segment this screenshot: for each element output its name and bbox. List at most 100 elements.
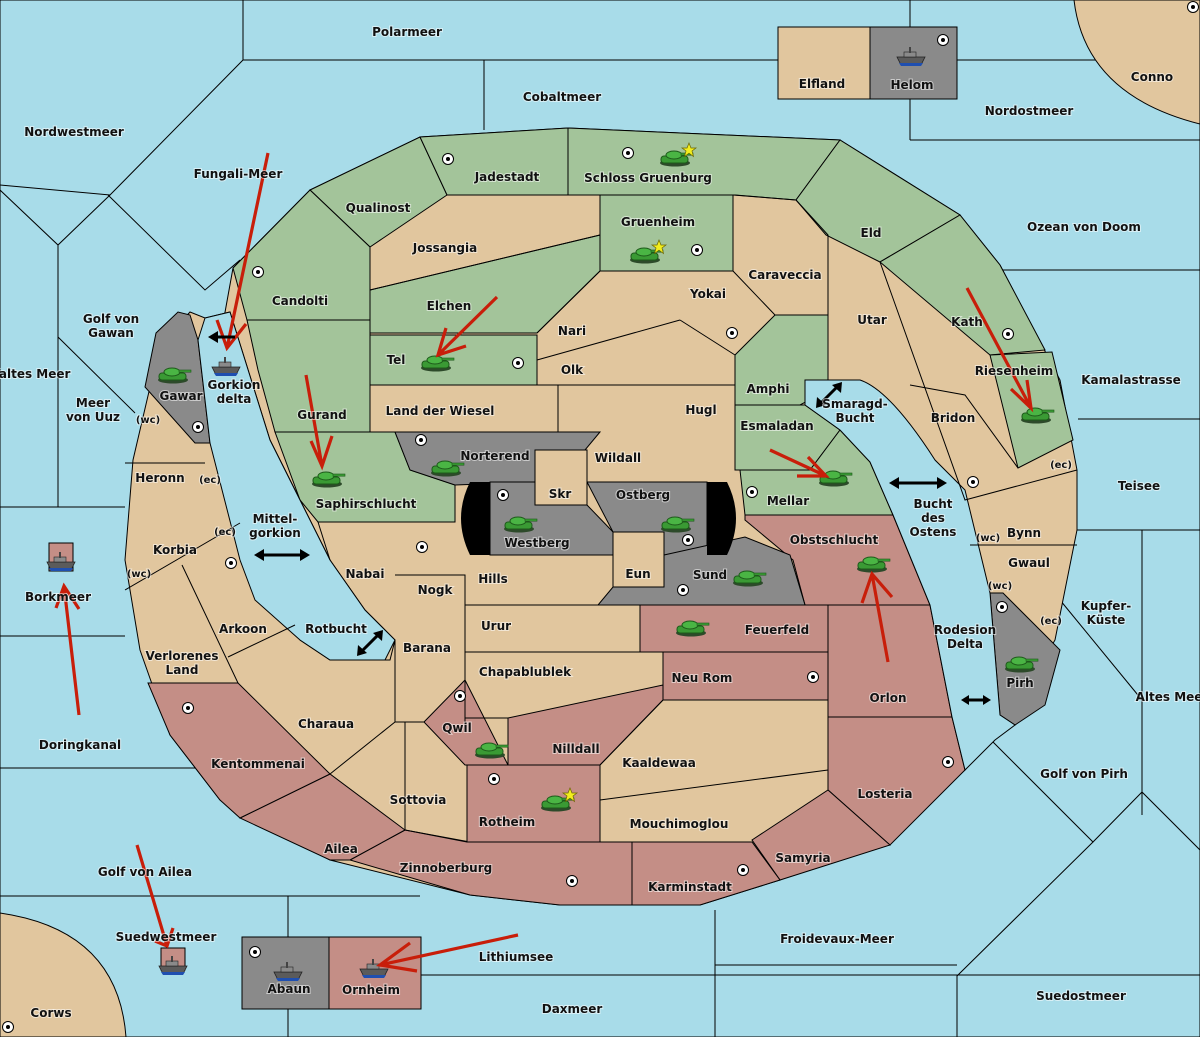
label-helom: Helom <box>890 78 933 92</box>
label-kupfer-kueste: Kupfer-Küste <box>1081 599 1131 627</box>
supply-center-jadestadt <box>442 153 454 165</box>
order-arrow-ailea-suedwest <box>135 844 175 949</box>
coast-label-gwaul: (ec) <box>1040 616 1062 627</box>
connection-smaragd <box>816 382 842 408</box>
label-nogk: Nogk <box>418 583 454 597</box>
label-tel: Tel <box>387 353 406 367</box>
coast-label-bynn: (ec) <box>1050 460 1072 471</box>
orders-layer <box>54 152 1034 973</box>
supply-center-ostberg <box>682 534 694 546</box>
order-arrow-doring-bork <box>54 582 81 716</box>
coast-label-korbia: (wc) <box>127 569 151 580</box>
impassable-east <box>707 482 736 555</box>
supply-center-abaun <box>249 946 261 958</box>
supply-center-sund <box>677 584 689 596</box>
label-smaragd-bucht: Smaragd-Bucht <box>822 397 887 425</box>
coast-label-korbia: (ec) <box>214 527 236 538</box>
label-barana: Barana <box>403 641 451 655</box>
label-suedwestmeer: Suedwestmeer <box>116 930 217 944</box>
label-pirh: Pirh <box>1006 676 1033 690</box>
label-daxmeer: Daxmeer <box>542 1002 603 1016</box>
label-esmaladan: Esmaladan <box>740 419 813 433</box>
label-charaua: Charaua <box>298 717 354 731</box>
supply-center-helom <box>937 34 949 46</box>
supply-center-westberg <box>497 489 509 501</box>
label-gruenheim: Gruenheim <box>621 215 695 229</box>
region-schloss-gruenburg[interactable] <box>567 127 841 201</box>
region-conno[interactable] <box>1073 0 1200 125</box>
connection-rotbucht <box>357 630 383 656</box>
label-qualinost: Qualinost <box>346 201 411 215</box>
label-korbia: Korbia <box>153 543 197 557</box>
label-land-der-wiesel: Land der Wiesel <box>386 404 495 418</box>
label-nari: Nari <box>558 324 586 338</box>
label-fungali-meer: Fungali-Meer <box>194 167 283 181</box>
label-riesenheim: Riesenheim <box>975 364 1054 378</box>
label-rotheim: Rotheim <box>479 815 536 829</box>
label-nabai: Nabai <box>346 567 385 581</box>
region-gruenheim[interactable] <box>599 194 734 272</box>
label-gurand: Gurand <box>297 408 347 422</box>
supply-center-norterend <box>415 434 427 446</box>
label-heronn: Heronn <box>135 471 184 485</box>
order-arrow-fungali-gorkion <box>215 152 270 352</box>
label-kamalastrasse: Kamalastrasse <box>1081 373 1181 387</box>
label-bridon: Bridon <box>931 411 976 425</box>
label-wildall: Wildall <box>595 451 641 465</box>
label-abaun: Abaun <box>267 982 310 996</box>
coast-label-layer: (wc)(ec)(ec)(wc)(ec)(wc)(wc)(ec) <box>126 414 1073 628</box>
label-neu-rom: Neu Rom <box>672 671 733 685</box>
supply-center-losteria <box>942 756 954 768</box>
sea-smaragd-bucht[interactable] <box>804 379 1016 771</box>
label-jossangia: Jossangia <box>412 241 477 255</box>
supply-center-candolti <box>252 266 264 278</box>
label-karminstadt: Karminstadt <box>648 880 732 894</box>
label-ostberg: Ostberg <box>616 488 670 502</box>
supply-center-neu-rom <box>807 671 819 683</box>
region-skr[interactable] <box>534 449 588 506</box>
label-teisee: Teisee <box>1118 479 1160 493</box>
label-samyria: Samyria <box>775 851 830 865</box>
supply-center-gawar <box>192 421 204 433</box>
region-elfland[interactable] <box>777 26 871 100</box>
supply-center-rotheim <box>488 773 500 785</box>
label-nordwestmeer: Nordwestmeer <box>24 125 124 139</box>
connection-bucht-ostens <box>889 477 947 489</box>
label-nordostmeer: Nordostmeer <box>985 104 1074 118</box>
supply-center-zinnoberburg <box>566 875 578 887</box>
region-eld[interactable] <box>795 139 961 263</box>
region-losteria[interactable] <box>827 716 966 846</box>
label-altes-meer: Altes Meer <box>1136 690 1200 704</box>
region-jadestadt[interactable] <box>419 127 569 196</box>
label-utar: Utar <box>857 313 887 327</box>
label-losteria: Losteria <box>857 787 912 801</box>
region-kath[interactable] <box>879 214 1046 356</box>
label-kaaldewaa: Kaaldewaa <box>622 756 696 770</box>
supply-center-mellar <box>746 486 758 498</box>
label-candolti: Candolti <box>272 294 328 308</box>
label-eun: Eun <box>625 567 650 581</box>
label-olk: Olk <box>561 363 584 377</box>
sea-mittel-gorkion[interactable] <box>197 311 396 661</box>
region-eun[interactable] <box>612 531 665 588</box>
label-gwaul: Gwaul <box>1008 556 1050 570</box>
label-westberg: Westberg <box>504 536 569 550</box>
label-zinnoberburg: Zinnoberburg <box>400 861 492 875</box>
label-cobaltmeer: Cobaltmeer <box>523 90 601 104</box>
supply-center-kentommenai <box>182 702 194 714</box>
order-arrow-lithium-ornheim <box>375 933 519 973</box>
connection-rodesion <box>961 695 991 705</box>
region-corws[interactable] <box>0 912 127 1037</box>
coast-label-heronn: (wc) <box>136 415 160 426</box>
supply-center-conno <box>1187 1 1199 13</box>
region-rotheim[interactable] <box>466 764 601 843</box>
label-feuerfeld: Feuerfeld <box>745 623 810 637</box>
label-mellar: Mellar <box>767 494 809 508</box>
